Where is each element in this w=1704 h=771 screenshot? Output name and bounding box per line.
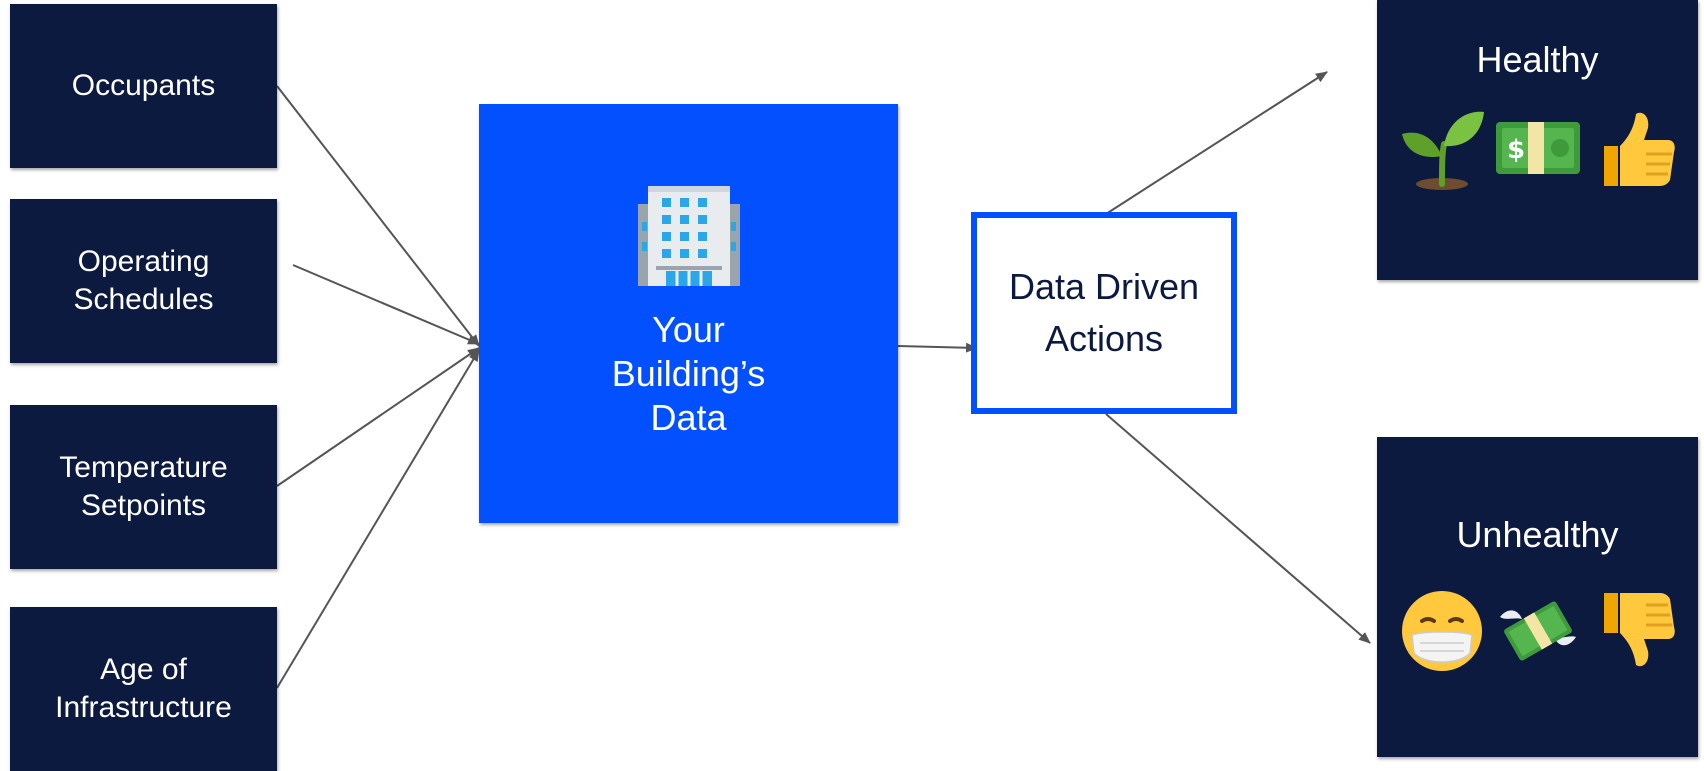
building-data-box: Your Building’s Data [479, 104, 898, 523]
arrow-data-to-actions [897, 342, 978, 353]
money-with-wings-icon [1499, 601, 1576, 661]
input-schedules-label-line1: Operating [77, 245, 210, 278]
input-setpoints-label-line1: Temperature [59, 451, 228, 484]
building-data-label-line2: Building’s [611, 352, 766, 394]
unhealthy-label: Unhealthy [1456, 514, 1619, 555]
arrow-occupants-to-data [276, 85, 480, 347]
arrow-actions-to-unhealthy [1105, 413, 1371, 644]
office-building-icon [637, 185, 740, 286]
input-setpoints-label-line2: Setpoints [80, 489, 207, 522]
healthy-icons: $ [1398, 104, 1678, 192]
actions-label-line1: Data Driven [1008, 266, 1200, 307]
arrow-age-to-data [276, 349, 480, 689]
data-driven-actions-box: Data Driven Actions [971, 212, 1237, 414]
seedling-icon [1401, 111, 1484, 190]
thumbs-down-icon [1603, 593, 1675, 667]
building-data-label-line1: Your [652, 308, 725, 350]
healthy-outcome-box: Healthy $ [1377, 0, 1698, 280]
arrow-setpoints-to-data [276, 347, 480, 487]
unhealthy-icons [1398, 587, 1678, 675]
actions-label-line2: Actions [1044, 318, 1164, 359]
arrow-schedules-to-data [292, 264, 480, 345]
input-occupants-label: Occupants [71, 69, 216, 102]
input-setpoints-box: Temperature Setpoints [10, 405, 277, 569]
svg-text:$: $ [1506, 135, 1524, 165]
healthy-label: Healthy [1476, 39, 1599, 80]
input-occupants-box: Occupants [10, 4, 277, 168]
unhealthy-outcome-box: Unhealthy [1377, 437, 1698, 757]
input-age-label-line1: Age of [100, 653, 187, 686]
dollar-banknote-icon: $ [1495, 122, 1580, 174]
input-schedules-label-line2: Schedules [73, 283, 214, 316]
thumbs-up-icon [1603, 112, 1675, 186]
face-with-mask-icon [1401, 591, 1482, 671]
input-age-label-line2: Infrastructure [55, 691, 232, 724]
building-data-label-line3: Data [650, 396, 727, 438]
input-schedules-box: Operating Schedules [10, 199, 277, 363]
arrow-actions-to-healthy [1105, 71, 1328, 215]
input-age-box: Age of Infrastructure [10, 607, 277, 771]
